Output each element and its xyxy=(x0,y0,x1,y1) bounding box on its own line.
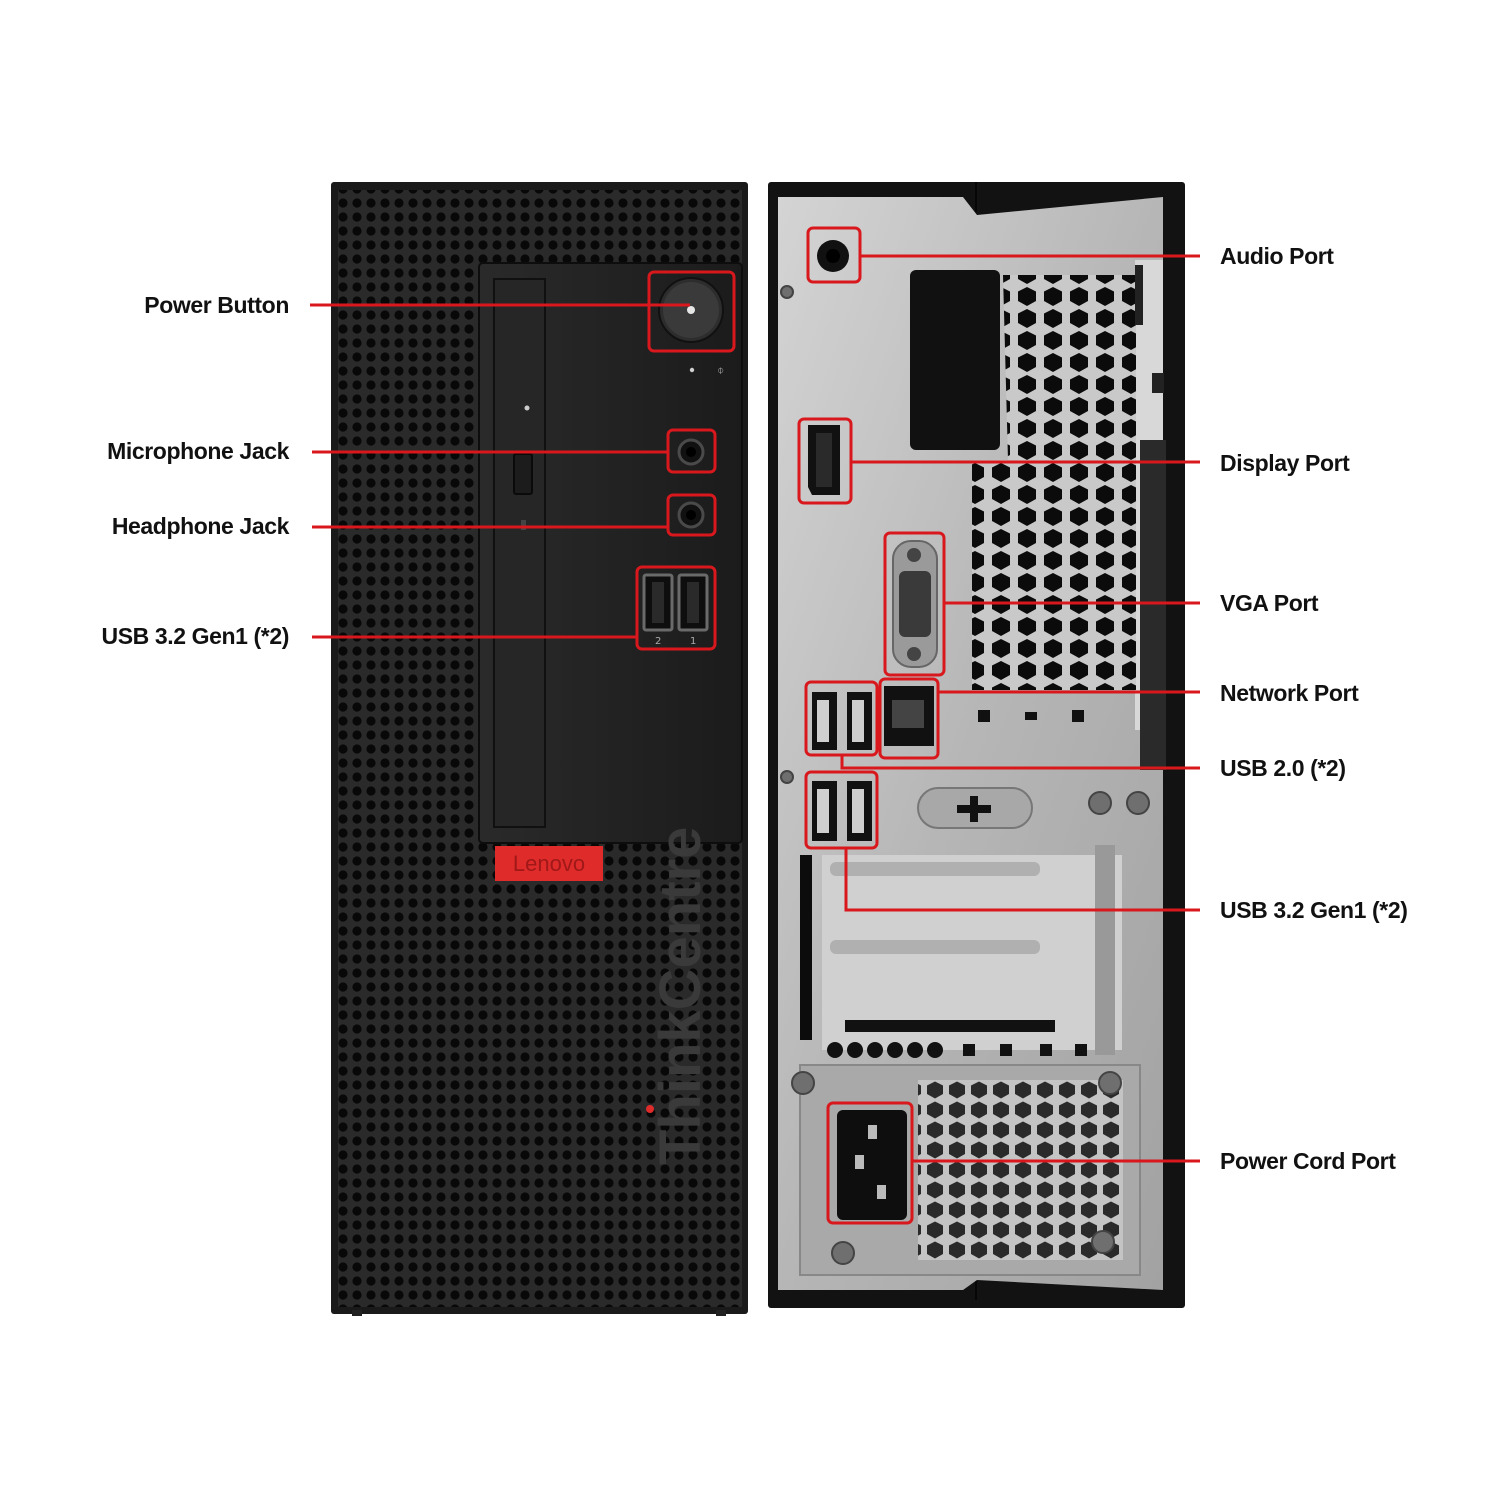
label-display-port: Display Port xyxy=(1220,450,1350,476)
front-chassis: ⌽ 2 1 xyxy=(331,182,748,1316)
label-audio-port: Audio Port xyxy=(1220,243,1334,269)
label-microphone-jack: Microphone Jack xyxy=(107,438,289,464)
label-front-usb: USB 3.2 Gen1 (*2) xyxy=(101,623,290,649)
svg-text:2: 2 xyxy=(655,636,661,647)
label-power-button: Power Button xyxy=(144,292,289,318)
label-vga-port: VGA Port xyxy=(1220,590,1319,616)
lenovo-badge xyxy=(495,846,603,881)
label-usb2: USB 2.0 (*2) xyxy=(1220,755,1346,781)
leader-lines xyxy=(310,254,1200,1163)
lenovo-badge-text: Lenovo xyxy=(513,851,585,876)
svg-text:⌽: ⌽ xyxy=(717,363,724,377)
thinkcentre-wordmark: ThinkCentre xyxy=(648,827,713,1165)
rear-chassis xyxy=(768,182,1185,1308)
svg-text:1: 1 xyxy=(690,636,696,647)
label-network-port: Network Port xyxy=(1220,680,1359,706)
label-rear-usb3: USB 3.2 Gen1 (*2) xyxy=(1220,897,1408,923)
label-headphone-jack: Headphone Jack xyxy=(111,513,290,539)
label-power-cord-port: Power Cord Port xyxy=(1220,1148,1396,1174)
